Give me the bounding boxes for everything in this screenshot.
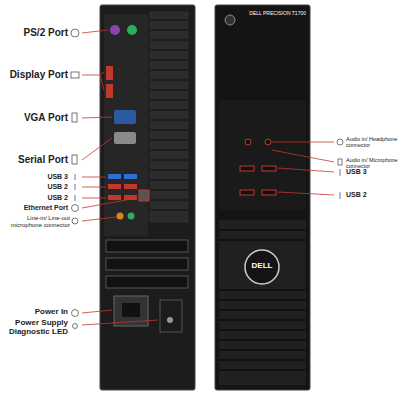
port-label: USB 2 xyxy=(4,194,68,202)
port-label: USB 3 xyxy=(346,168,398,176)
port-label: Ethernet Port xyxy=(4,204,68,212)
port-label: Line-in/ Line-out microphone connector xyxy=(2,215,70,228)
port-label: PS/2 Port xyxy=(4,27,68,38)
brand-logo: DELL xyxy=(248,262,276,271)
model-name: DELL PRECISION T1700 xyxy=(240,11,306,17)
port-label: USB 2 xyxy=(346,191,398,199)
port-label: VGA Port xyxy=(4,112,68,123)
port-label: USB 3 xyxy=(4,173,68,181)
port-label: Power Supply Diagnostic LED xyxy=(4,319,68,337)
port-label: Audio in/ Headphone connector xyxy=(346,136,398,148)
port-label: Audio in/ Microphone connector xyxy=(346,157,398,169)
port-label: Power In xyxy=(4,308,68,317)
port-label: Serial Port xyxy=(4,154,68,165)
port-label: Display Port xyxy=(4,69,68,80)
port-label: USB 2 xyxy=(4,183,68,191)
